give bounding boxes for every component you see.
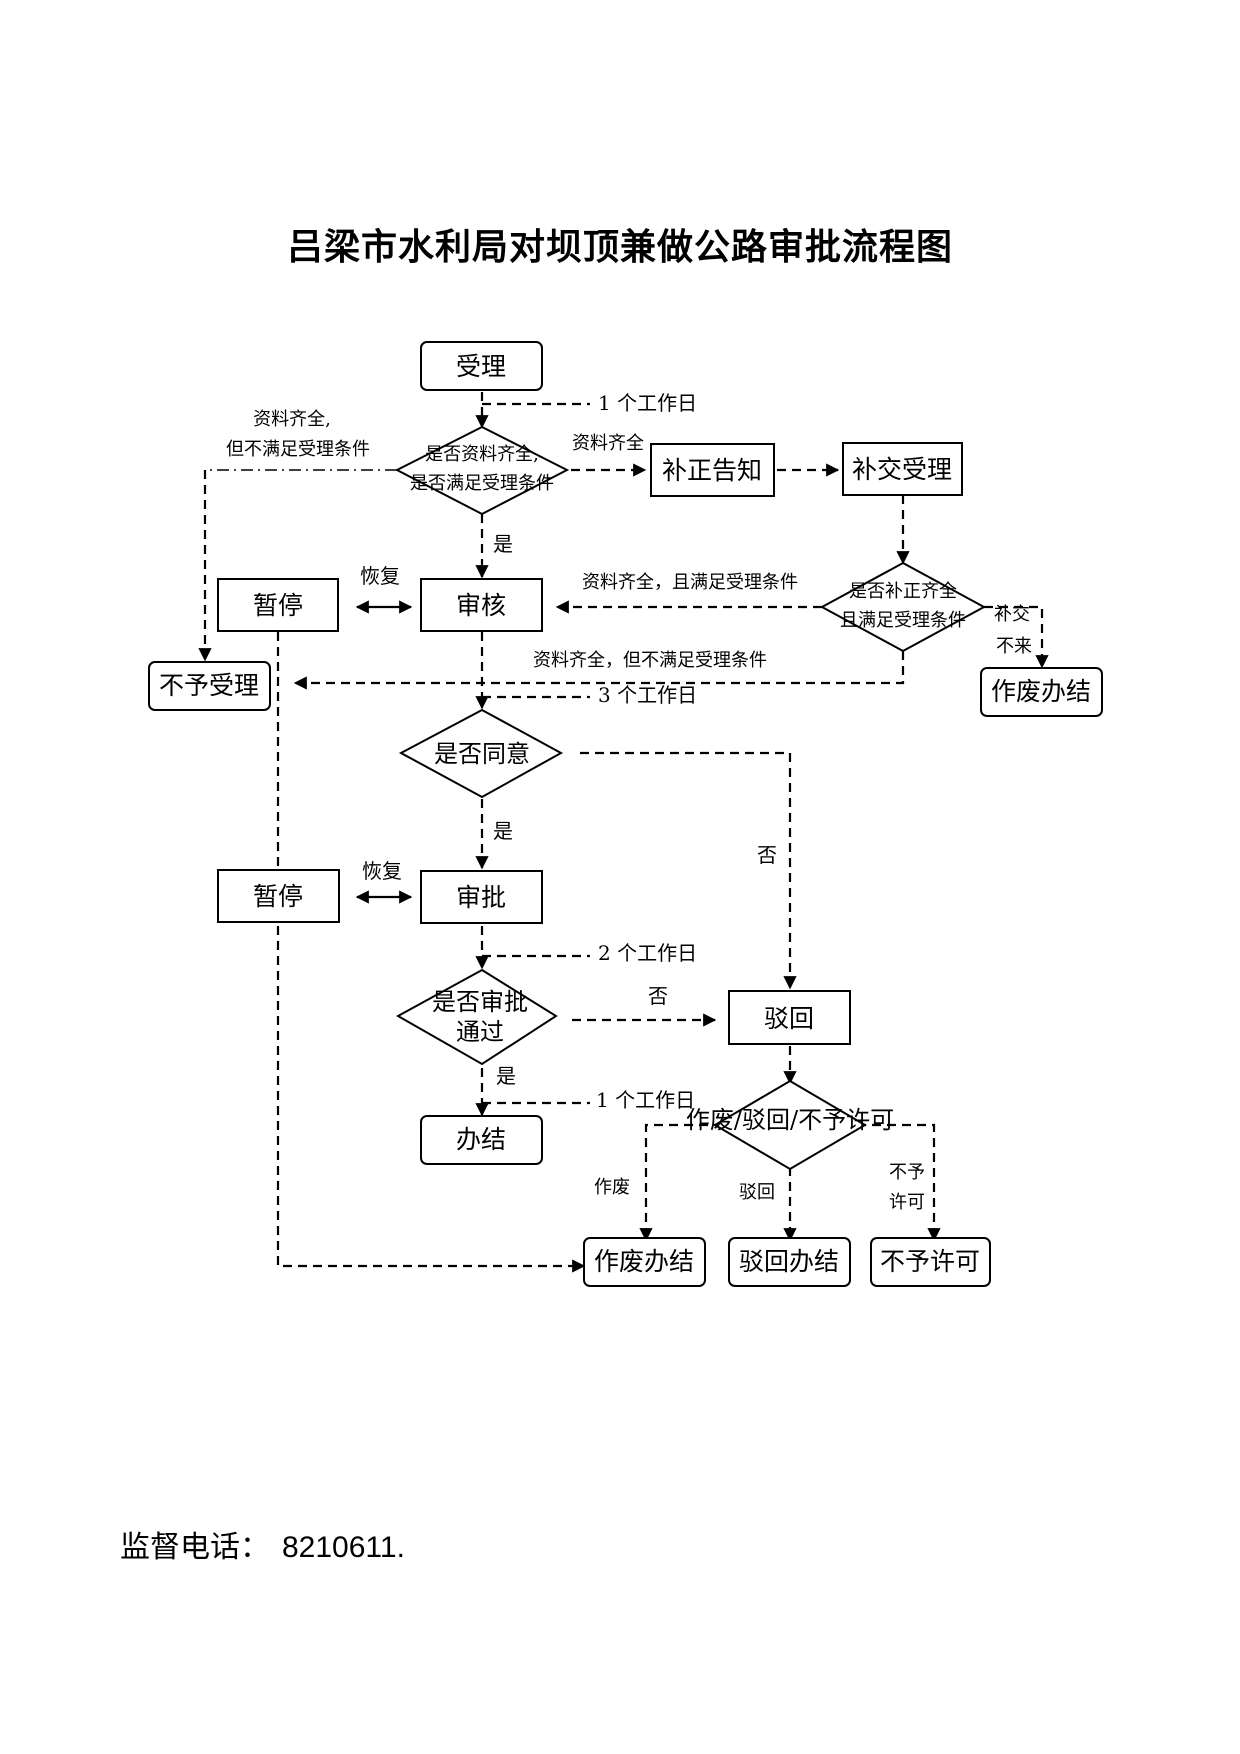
label-one-day-1: 1 个工作日 xyxy=(598,391,697,415)
label-yes-1: 是 xyxy=(493,532,513,556)
label-docs-ok-not-meet-2: 但不满足受理条件 xyxy=(226,439,370,460)
supervision-phone: 监督电话： 8210611. xyxy=(120,1522,405,1566)
svg-text:暂停: 暂停 xyxy=(253,591,303,620)
svg-text:受理: 受理 xyxy=(456,352,506,381)
svg-text:是否资料齐全,: 是否资料齐全, xyxy=(425,444,539,465)
label-resume-2: 恢复 xyxy=(362,859,402,883)
svg-text:不予受理: 不予受理 xyxy=(159,671,259,700)
node-accept: 受理 xyxy=(420,341,543,391)
svg-text:补交受理: 补交受理 xyxy=(852,455,952,484)
label-not-permit-1: 不予 xyxy=(889,1162,925,1183)
node-approved-check: 是否审批 通过 xyxy=(395,968,558,1066)
svg-text:驳回办结: 驳回办结 xyxy=(739,1247,839,1276)
node-not-permit: 不予许可 xyxy=(870,1237,991,1287)
svg-text:驳回: 驳回 xyxy=(764,1004,814,1033)
label-not-permit-2: 许可 xyxy=(889,1192,925,1213)
node-review: 审核 xyxy=(420,578,543,632)
supervision-phone-label: 监督电话： xyxy=(120,1530,270,1565)
svg-text:审批: 审批 xyxy=(456,883,506,912)
svg-text:作废办结: 作废办结 xyxy=(991,677,1091,706)
svg-text:是否满足受理条件: 是否满足受理条件 xyxy=(410,473,554,494)
label-docs-ok: 资料齐全 xyxy=(572,433,644,454)
node-choice: 作废/驳回/不予许可 xyxy=(686,1079,894,1171)
svg-text:是否补正齐全: 是否补正齐全 xyxy=(849,581,957,602)
svg-text:且满足受理条件: 且满足受理条件 xyxy=(840,610,966,631)
label-docs-ok-but-not-meet: 资料齐全，但不满足受理条件 xyxy=(533,650,767,671)
svg-text:暂停: 暂停 xyxy=(253,882,303,911)
label-reject: 驳回 xyxy=(739,1182,775,1203)
label-resume-1: 恢复 xyxy=(360,564,400,588)
page-title: 吕梁市水利局对坝顶兼做公路审批流程图 xyxy=(286,227,953,268)
node-void-close-2: 作废办结 xyxy=(583,1237,706,1287)
label-yes-2: 是 xyxy=(493,819,513,843)
label-no-supp-1: 补交 xyxy=(994,604,1030,625)
label-no-1: 否 xyxy=(757,843,777,867)
label-docs-ok-and-meet: 资料齐全，且满足受理条件 xyxy=(582,572,798,593)
svg-text:是否审批: 是否审批 xyxy=(432,988,528,1016)
svg-text:作废/驳回/不予许可: 作废/驳回/不予许可 xyxy=(686,1106,894,1134)
label-two-days: 2 个工作日 xyxy=(598,941,697,965)
label-one-day-2: 1 个工作日 xyxy=(596,1088,695,1112)
svg-text:作废办结: 作废办结 xyxy=(594,1247,694,1276)
svg-text:通过: 通过 xyxy=(456,1018,504,1046)
node-reject-close: 驳回办结 xyxy=(728,1237,851,1287)
svg-text:审核: 审核 xyxy=(456,591,506,620)
svg-text:办结: 办结 xyxy=(456,1125,506,1154)
node-supplement-accept: 补交受理 xyxy=(842,442,963,496)
node-check-supplement: 是否补正齐全 且满足受理条件 xyxy=(819,561,987,653)
node-suspend-1: 暂停 xyxy=(217,578,339,632)
node-reject: 驳回 xyxy=(728,990,851,1045)
node-void-close-1: 作废办结 xyxy=(980,667,1103,717)
label-yes-3: 是 xyxy=(496,1064,516,1088)
label-no-2: 否 xyxy=(648,984,668,1008)
svg-text:是否同意: 是否同意 xyxy=(434,740,530,768)
node-approve: 审批 xyxy=(420,870,543,924)
svg-text:不予许可: 不予许可 xyxy=(880,1247,980,1276)
svg-text:补正告知: 补正告知 xyxy=(662,456,762,485)
supervision-phone-number: 8210611. xyxy=(282,1531,405,1564)
node-suspend-2: 暂停 xyxy=(217,869,340,923)
node-done: 办结 xyxy=(420,1115,543,1165)
node-correction-notice: 补正告知 xyxy=(650,443,775,497)
label-void: 作废 xyxy=(594,1177,630,1198)
connectors xyxy=(198,392,1049,1273)
node-agree: 是否同意 xyxy=(398,708,564,799)
label-three-days: 3 个工作日 xyxy=(598,683,697,707)
label-docs-ok-not-meet-1: 资料齐全, xyxy=(253,409,331,430)
edge-labels: 1 个工作日 资料齐全, 但不满足受理条件 资料齐全 是 恢复 资料齐全，且满足… xyxy=(226,391,1032,1213)
node-reject-accept: 不予受理 xyxy=(148,661,271,711)
node-check-docs: 是否资料齐全, 是否满足受理条件 xyxy=(394,425,570,516)
label-no-supp-2: 不来 xyxy=(996,636,1032,657)
